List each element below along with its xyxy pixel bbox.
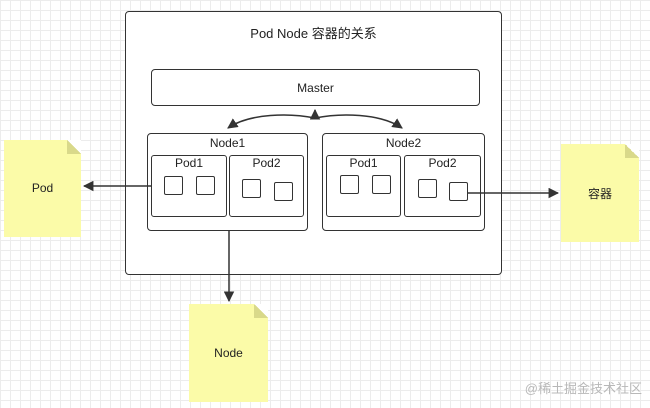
node2-pod1-label: Pod1: [349, 156, 378, 170]
master-box: Master: [151, 69, 480, 106]
master-node2-link: [314, 114, 403, 129]
node2-pod2-label: Pod2: [428, 156, 457, 170]
node1-pod1-container-a: [164, 176, 183, 195]
node2-pod1-container-a: [340, 175, 359, 194]
note-container: 容器: [561, 144, 639, 242]
node2-pod2-container-a: [418, 179, 437, 198]
node1-pod2-label: Pod2: [252, 156, 281, 170]
diagram-title: Pod Node 容器的关系: [250, 26, 377, 41]
master-node1-link: [227, 114, 316, 129]
watermark: @稀土掘金技术社区: [524, 381, 642, 396]
master-label: Master: [297, 80, 334, 95]
node2-label: Node2: [385, 136, 422, 150]
node2-pod2-container-b: [449, 182, 468, 201]
node1-pod2-container-b: [274, 182, 293, 201]
node1-label: Node1: [209, 136, 246, 150]
note-pod-label: Pod: [31, 181, 54, 195]
node1-pod2-container-a: [242, 179, 261, 198]
node1-pod1-container-b: [196, 176, 215, 195]
note-fold-icon: [625, 144, 639, 158]
note-container-label: 容器: [587, 187, 612, 201]
note-node: Node: [189, 304, 268, 402]
node2-pod2-box: [404, 155, 481, 217]
node2-pod1-container-b: [372, 175, 391, 194]
node1-pod1-label: Pod1: [174, 156, 204, 170]
note-fold-icon: [254, 304, 268, 318]
note-fold-icon: [67, 140, 81, 154]
note-node-label: Node: [214, 346, 243, 360]
note-pod: Pod: [4, 140, 81, 237]
